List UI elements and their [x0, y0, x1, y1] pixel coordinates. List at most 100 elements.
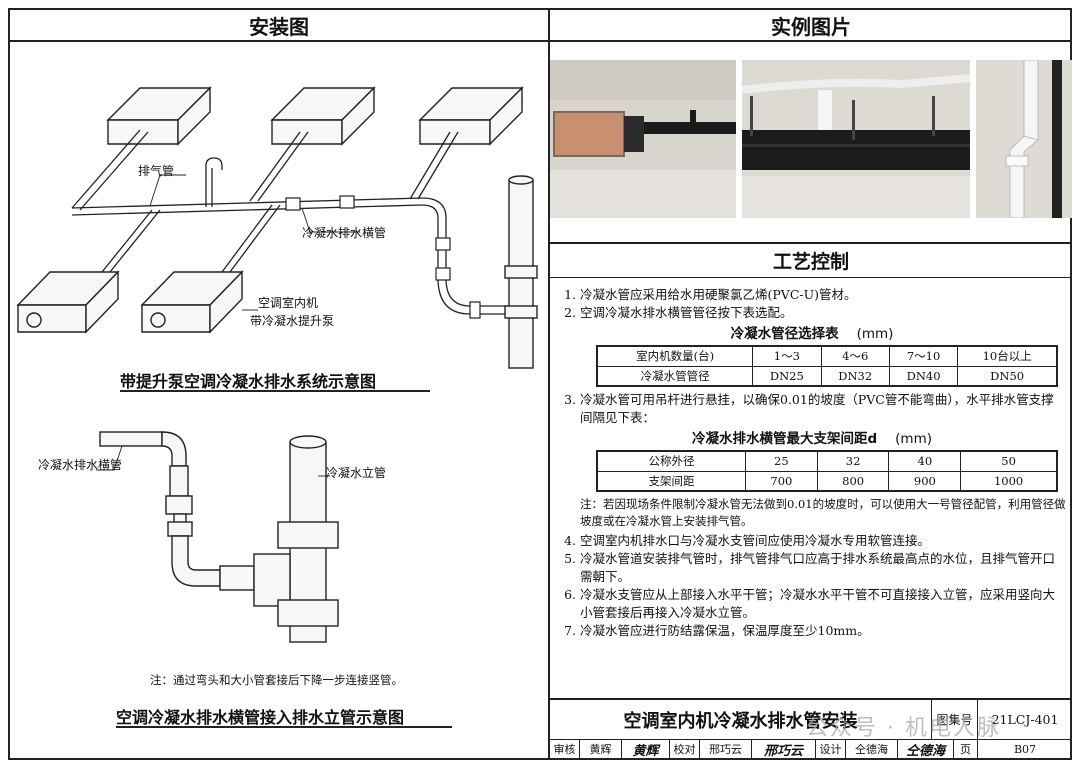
diagram1-caption: 带提升泵空调冷凝水排水系统示意图 [120, 372, 377, 391]
table2-unit: (mm) [895, 431, 932, 447]
table-cell: 900 [888, 470, 962, 492]
reviewer-signature: 黄辉 [622, 740, 670, 759]
label-horizontal-pipe-2: 冷凝水排水横管 [38, 458, 123, 472]
review-label: 审核 [550, 740, 580, 758]
designer-name: 仝德海 [846, 740, 898, 758]
table1-caption: 冷凝水管径选择表 (mm) [558, 325, 1066, 343]
example-photos [550, 60, 1072, 232]
spec-item-7: 7. 冷凝水管应进行防结露保温，保温厚度至少10mm。 [558, 622, 1066, 640]
table-row: 室内机数量(台) 1～3 4～6 7～10 10台以上 [596, 345, 1058, 367]
diagram2-caption: 空调冷凝水排水横管接入排水立管示意图 [116, 708, 405, 727]
table-cell: 10台以上 [957, 345, 1058, 367]
spec-text: 冷凝水支管应从上部接入水平干管；冷凝水水平干管不可直接接入立管，应采用竖向大小管… [580, 587, 1056, 620]
spec-text: 冷凝水管道安装排气管时，排气管排气口应高于排水系统最高点的水位，且排气管开口需朝… [580, 551, 1056, 584]
design-label: 设计 [816, 740, 846, 758]
table-cell: DN25 [752, 365, 822, 387]
indoor-unit-low-2 [140, 270, 244, 334]
atlas-number: 21LCJ-401 [978, 700, 1072, 740]
table-cell: 700 [744, 470, 818, 492]
caption-underline-2 [116, 726, 452, 728]
process-spec: 1. 冷凝水管应采用给水用硬聚氯乙烯(PVC-U)管材。 2. 空调冷凝水排水横管管… [558, 286, 1066, 640]
checker-signature: 邢巧云 [752, 740, 816, 759]
spec-item-4: 4. 空调室内机排水口与冷凝水支管间应使用冷凝水专用软管连接。 [558, 532, 1066, 550]
table-cell: 25 [744, 450, 818, 472]
spec-text: 冷凝水管可用吊杆进行悬挂，以确保0.01的坡度（PVC管不能弯曲），水平排水管支… [580, 392, 1054, 425]
drawing-sheet: 安装图 实例图片 [8, 8, 1072, 760]
system-diagram [16, 86, 538, 643]
title-block: 空调室内机冷凝水排水管安装 图集号 21LCJ-401 审核 黄辉 黄辉 校对 … [550, 698, 1072, 759]
indoor-unit-top-1 [106, 86, 212, 146]
table-cell: 支架间距 [596, 470, 746, 492]
table-cell: 冷凝水管管径 [596, 365, 754, 387]
table-cell: DN40 [888, 365, 959, 387]
atlas-label: 图集号 [932, 700, 978, 740]
pipe-joints-1 [285, 195, 481, 319]
indoor-unit-top-3 [418, 86, 524, 146]
signature-row: 审核 黄辉 黄辉 校对 邢巧云 邢巧云 设计 仝德海 仝德海 页 B07 [550, 740, 1072, 759]
table-cell: 800 [816, 470, 890, 492]
support-spacing-table: 公称外径 25 32 40 50 支架间距 700 800 900 1000 [596, 450, 1058, 492]
photo-riser-pipe [976, 60, 1072, 218]
table-cell: 4～6 [820, 345, 890, 367]
reviewer-name: 黄辉 [580, 740, 622, 758]
spec-text: 空调冷凝水排水横管管径按下表选配。 [580, 305, 793, 320]
spec-num: 1. [564, 287, 576, 302]
photos-header: 实例图片 [550, 10, 1072, 42]
spec-num: 5. [564, 551, 576, 566]
label-lift-pump: 带冷凝水提升泵 [250, 314, 335, 328]
spec-text: 冷凝水管应进行防结露保温，保温厚度至少10mm。 [580, 623, 870, 638]
table-cell: DN32 [820, 365, 890, 387]
spec-item-5: 5. 冷凝水管道安装排气管时，排气管排气口应高于排水系统最高点的水位，且排气管开口… [558, 550, 1066, 586]
check-label: 校对 [670, 740, 700, 758]
watermark: 公众号 · 机电人脉 [806, 716, 1001, 741]
table-cell: 50 [960, 450, 1058, 472]
spec-item-3: 3. 冷凝水管可用吊杆进行悬挂，以确保0.01的坡度（PVC管不能弯曲），水平排水… [558, 391, 1066, 427]
spec-text: 冷凝水管应采用给水用硬聚氯乙烯(PVC-U)管材。 [580, 287, 857, 302]
spec-text: 空调室内机排水口与冷凝水支管间应使用冷凝水专用软管连接。 [580, 533, 931, 548]
center-divider [548, 10, 550, 758]
table1-title: 冷凝水管径选择表 [730, 326, 839, 342]
photo-insulated-pipe [742, 60, 970, 218]
table-row: 公称外径 25 32 40 50 [596, 450, 1058, 472]
spec-item-2: 2. 空调冷凝水排水横管管径按下表选配。 [558, 304, 1066, 322]
spec-item-1: 1. 冷凝水管应采用给水用硬聚氯乙烯(PVC-U)管材。 [558, 286, 1066, 304]
table-row: 支架间距 700 800 900 1000 [596, 470, 1058, 492]
indoor-unit-low-1 [16, 270, 120, 334]
process-control-title: 工艺控制 [550, 242, 1072, 278]
checker-name: 邢巧云 [700, 740, 752, 758]
drawing-title: 空调室内机冷凝水排水管安装 [550, 700, 932, 740]
pipe-size-table: 室内机数量(台) 1～3 4～6 7～10 10台以上 冷凝水管管径 DN25 … [596, 345, 1058, 387]
table-cell: 公称外径 [596, 450, 746, 472]
indoor-unit-top-2 [270, 86, 376, 146]
spec-num: 6. [564, 587, 576, 602]
photo-ceiling-unit [550, 60, 736, 218]
spec-item-6: 6. 冷凝水支管应从上部接入水平干管；冷凝水水平干管不可直接接入立管，应采用竖向大… [558, 586, 1066, 622]
page-label: 页 [954, 740, 978, 758]
table-cell: DN50 [957, 365, 1058, 387]
diagram2-note: 注：通过弯头和大小管套接后下降一步连接竖管。 [150, 673, 403, 687]
table-cell: 室内机数量(台) [596, 345, 754, 367]
label-horizontal-pipe-1: 冷凝水排水横管 [302, 226, 387, 240]
riser-1 [504, 175, 538, 369]
table2-note: 注：若因现场条件限制冷凝水管无法做到0.01的坡度时，可以使用大一号管径配管，利… [580, 497, 1066, 528]
table-cell: 1～3 [752, 345, 822, 367]
table2-title: 冷凝水排水横管最大支架间距d [691, 431, 878, 447]
spec-num: 2. [564, 305, 576, 320]
label-vent-pipe: 排气管 [138, 164, 175, 178]
table-cell: 7～10 [888, 345, 959, 367]
caption-underline-1 [120, 390, 430, 392]
spec-num: 7. [564, 623, 576, 638]
label-indoor-unit: 空调室内机 [258, 296, 319, 310]
table2-caption: 冷凝水排水横管最大支架间距d (mm) [558, 430, 1066, 448]
table-row: 冷凝水管管径 DN25 DN32 DN40 DN50 [596, 365, 1058, 387]
spec-num: 4. [564, 533, 576, 548]
table-cell: 32 [816, 450, 890, 472]
designer-signature: 仝德海 [898, 740, 954, 759]
table1-unit: (mm) [856, 326, 894, 342]
table-cell: 40 [888, 450, 962, 472]
label-vertical-pipe: 冷凝水立管 [326, 466, 387, 480]
horizontal-pipe-2 [99, 431, 163, 447]
page-number: B07 [1013, 742, 1037, 756]
table-cell: 1000 [960, 470, 1058, 492]
spec-num: 3. [564, 392, 576, 407]
